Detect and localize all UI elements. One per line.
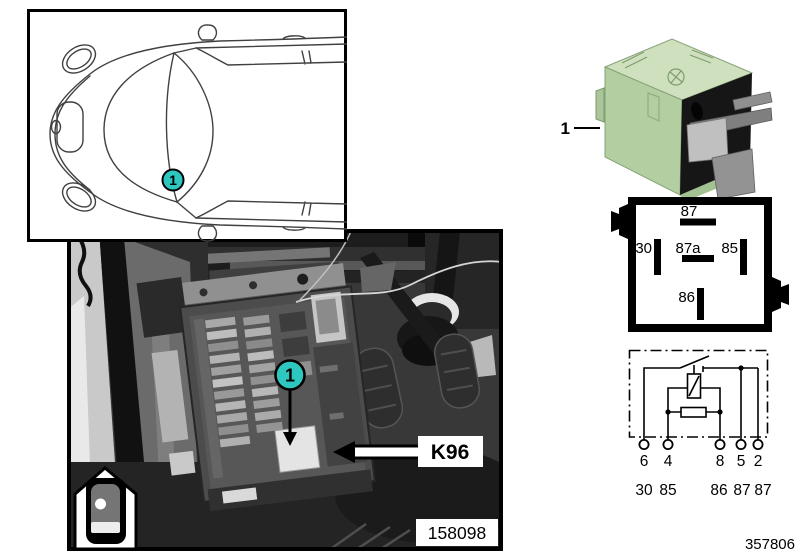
k96-label-box xyxy=(418,436,483,467)
window-band xyxy=(195,43,347,66)
door-handle xyxy=(282,226,306,231)
headlight-inner xyxy=(66,48,92,70)
terminal-86-label: 86 xyxy=(678,289,695,306)
right-tab xyxy=(772,277,789,312)
svg-text:86: 86 xyxy=(710,482,727,499)
windshield xyxy=(165,51,214,204)
image-number-label: 158098 xyxy=(428,523,486,543)
svg-text:87: 87 xyxy=(754,482,771,499)
terminal-30-blade xyxy=(654,239,661,275)
relay-photo xyxy=(595,38,773,202)
relay-markings xyxy=(621,49,714,86)
fusebox xyxy=(151,263,376,512)
relay-clip xyxy=(595,87,605,123)
part-number: 357806 xyxy=(745,536,795,553)
door-handle xyxy=(282,35,306,40)
headlight-inner xyxy=(66,186,92,208)
terminal-87-blade xyxy=(680,218,716,226)
wires xyxy=(295,229,503,303)
image-number: 158098 xyxy=(416,519,498,546)
terminal-85-label: 85 xyxy=(721,240,738,257)
circuit-schematic: 6 4 8 5 2 30 85 86 87 87 xyxy=(628,349,772,499)
pin-diagram: 87 30 87a 85 86 xyxy=(611,197,789,332)
svg-text:5: 5 xyxy=(737,453,746,470)
terminal-87-label: 87 xyxy=(681,203,698,220)
svg-text:6: 6 xyxy=(640,453,649,470)
photo-marker: 1 xyxy=(274,359,306,446)
relay-k96-in-photo xyxy=(274,425,321,473)
front-badge xyxy=(50,119,62,135)
svg-text:2: 2 xyxy=(754,453,763,470)
footwell-photo: 1 K96 158098 xyxy=(67,229,503,551)
relay-front-tab xyxy=(647,92,660,122)
side-mirror xyxy=(197,24,218,41)
resistor-symbol xyxy=(680,406,707,418)
terminal-86-blade xyxy=(697,288,704,320)
k96-callout: K96 xyxy=(333,436,483,467)
bmw-roundel-icon xyxy=(667,68,685,86)
relay-callout: 1 xyxy=(561,119,600,138)
footwell-icon xyxy=(73,466,138,551)
svg-text:85: 85 xyxy=(659,482,676,499)
relay-column: 1 87 30 87a 85 86 xyxy=(561,38,795,553)
schematic-terminal-labels: 30 85 86 87 87 xyxy=(635,482,771,499)
location-marker-label: 1 xyxy=(169,172,177,188)
photo-marker-label: 1 xyxy=(285,366,295,386)
car-location-box: 1 xyxy=(27,9,347,242)
hood-seam xyxy=(103,52,178,203)
side-mirror xyxy=(197,225,218,242)
headlight xyxy=(61,182,97,212)
grille xyxy=(56,101,84,153)
svg-text:8: 8 xyxy=(716,453,725,470)
schematic-border xyxy=(628,349,769,438)
relay-pins xyxy=(686,91,773,200)
schematic-terminals xyxy=(638,438,764,450)
terminal-87a-blade xyxy=(682,255,714,262)
window-band xyxy=(195,200,347,223)
svg-text:87: 87 xyxy=(733,482,750,499)
schematic-pin-numbers: 6 4 8 5 2 xyxy=(640,453,763,470)
terminal-87a-label: 87a xyxy=(675,240,701,257)
car-top-view xyxy=(49,24,347,242)
svg-text:4: 4 xyxy=(664,453,673,470)
switch-arm xyxy=(679,355,710,369)
location-marker: 1 xyxy=(161,168,185,192)
pedal-area xyxy=(352,229,503,429)
k96-arrowhead xyxy=(333,441,355,463)
terminal-30-label: 30 xyxy=(635,240,652,257)
terminal-85-blade xyxy=(740,239,747,275)
k96-label: K96 xyxy=(431,441,470,464)
image-number-box xyxy=(416,519,498,546)
left-tab xyxy=(611,204,628,239)
svg-text:30: 30 xyxy=(635,482,653,499)
marker-arrowhead xyxy=(283,432,297,446)
relay-callout-label: 1 xyxy=(561,119,570,138)
headlight xyxy=(61,44,97,74)
pedal-pad xyxy=(433,333,481,409)
car-pictogram xyxy=(91,484,120,532)
wiring-loom xyxy=(76,234,93,308)
fuse-grid xyxy=(204,314,283,448)
car-body-outline xyxy=(49,36,347,230)
